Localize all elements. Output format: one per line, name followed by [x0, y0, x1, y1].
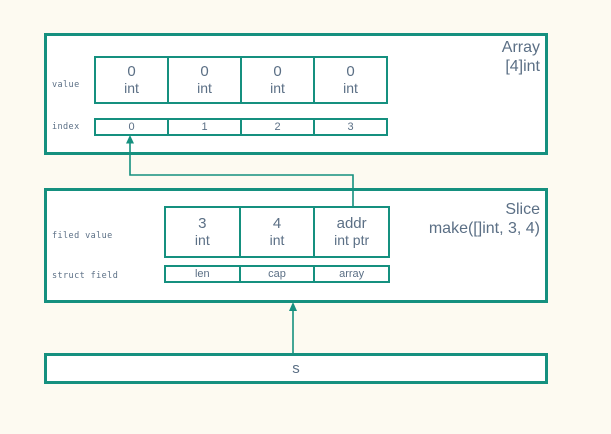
array-title-line1: Array [501, 39, 540, 56]
slice-field-cell-cap: cap [238, 265, 316, 283]
array-value-3: 0 [346, 63, 355, 80]
slice-value-cell-len: 3 int [164, 206, 241, 258]
variable-label: s [292, 360, 300, 377]
array-title: Array [4]int [502, 38, 540, 76]
array-type-2: int [270, 80, 285, 96]
array-index-row-label: index [52, 122, 80, 132]
array-index-cell-0: 0 [94, 118, 169, 136]
slice-field-cell-len: len [164, 265, 241, 283]
slice-value-cells: 3 int 4 int addr int ptr [164, 206, 394, 258]
slice-field-cell-array: array [313, 265, 390, 283]
array-value-row-label: value [52, 80, 80, 90]
slice-field-cells: len cap array [164, 265, 394, 283]
slice-title: Slice make([]int, 3, 4) [429, 200, 540, 238]
array-index-cell-2: 2 [240, 118, 315, 136]
array-type-1: int [197, 80, 212, 96]
array-value-0: 0 [127, 63, 136, 80]
array-title-line2: [4]int [505, 58, 540, 75]
slice-type-0: int [194, 232, 210, 248]
array-value-cell: 0 int [240, 56, 315, 104]
slice-type-2: int ptr [334, 232, 370, 248]
slice-value-2: addr [336, 215, 367, 232]
array-value-cell: 0 int [167, 56, 242, 104]
slice-title-line1: Slice [505, 201, 540, 218]
variable-box [44, 353, 548, 384]
array-value-1: 0 [200, 63, 209, 80]
array-type-0: int [124, 80, 139, 96]
slice-field-value-row-label: filed value [52, 231, 113, 241]
slice-value-1: 4 [272, 215, 282, 232]
array-type-3: int [343, 80, 358, 96]
array-value-cell: 0 int [94, 56, 169, 104]
array-index-cell-3: 3 [313, 118, 388, 136]
array-index-cells: 0 1 2 3 [94, 118, 394, 136]
array-value-cell: 0 int [313, 56, 388, 104]
array-value-cells: 0 int 0 int 0 int 0 int [94, 56, 394, 104]
slice-value-0: 3 [198, 215, 207, 232]
slice-title-line2: make([]int, 3, 4) [428, 220, 540, 237]
slice-value-cell-array: addr int ptr [313, 206, 390, 258]
array-value-2: 0 [273, 63, 282, 80]
slice-struct-field-row-label: struct field [52, 271, 119, 281]
slice-type-1: int [269, 232, 285, 248]
array-index-cell-1: 1 [167, 118, 242, 136]
slice-value-cell-cap: 4 int [238, 206, 316, 258]
